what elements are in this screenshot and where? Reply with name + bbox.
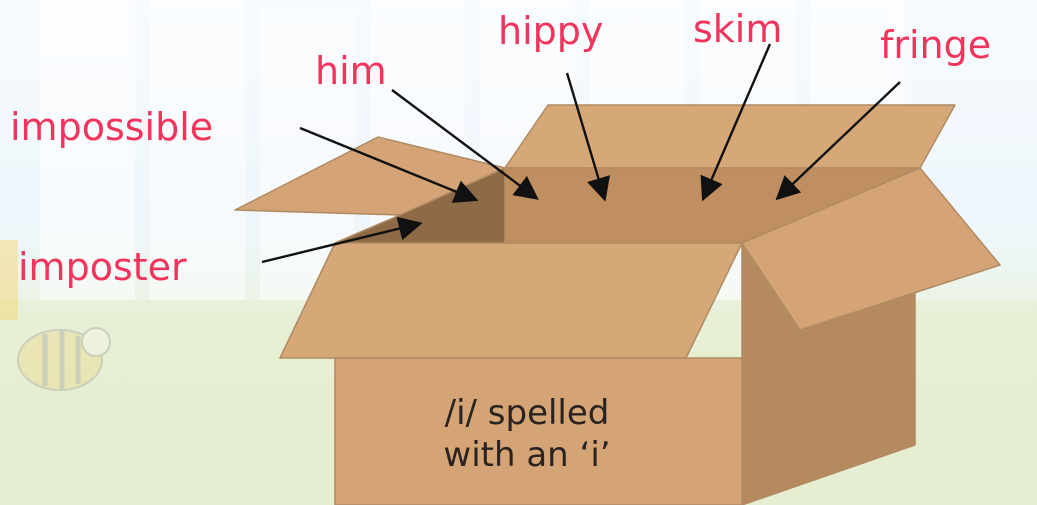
arrow-imposter xyxy=(261,216,423,264)
box-front-flap xyxy=(279,242,743,359)
box-label-line2: with an ‘i’ xyxy=(443,435,611,475)
word-impossible: impossible xyxy=(10,105,214,149)
arrows xyxy=(261,43,901,264)
arrow-skim xyxy=(700,43,772,202)
box-label-line1: /i/ spelled xyxy=(444,393,610,433)
arrow-fringe xyxy=(775,81,901,201)
background-post xyxy=(0,240,18,320)
bee-icon xyxy=(17,327,111,391)
word-skim: skim xyxy=(693,7,783,51)
box-label: /i/ spelled with an ‘i’ xyxy=(352,392,702,476)
word-imposter: imposter xyxy=(18,245,187,289)
arrow-hippy xyxy=(565,72,611,202)
word-fringe: fringe xyxy=(880,23,992,67)
word-hippy: hippy xyxy=(498,9,604,53)
arrow-him xyxy=(391,89,539,200)
box-right-flap xyxy=(741,167,1001,331)
word-him: him xyxy=(315,49,387,93)
arrow-impossible xyxy=(299,126,479,203)
